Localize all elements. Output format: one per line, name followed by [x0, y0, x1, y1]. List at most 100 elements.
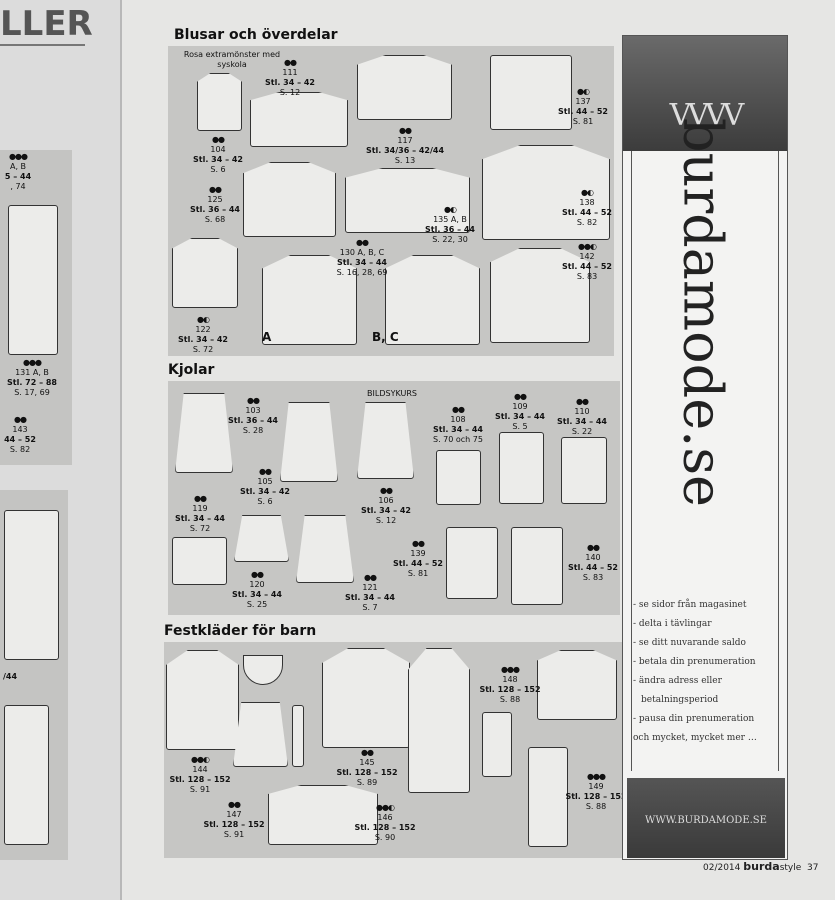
difficulty-dots: ●● — [399, 126, 412, 135]
difficulty-dots: ●● — [576, 397, 589, 406]
difficulty-dots: ●● — [212, 135, 225, 144]
difficulty-dots: ●● — [514, 392, 527, 401]
difficulty-dots: ●● — [380, 486, 393, 495]
list-item: - delta i tävlingar — [633, 619, 712, 629]
size-range: Stl. 34 – 42 — [178, 335, 228, 344]
list-item: - se sidor från magasinet — [633, 600, 747, 610]
garment-130bc — [385, 255, 480, 345]
size-range: Stl. 36 – 44 — [228, 416, 278, 425]
page-ref: S. 89 — [356, 778, 378, 787]
difficulty-dots: ●● — [356, 238, 369, 247]
page-ref: S. 81 — [407, 569, 429, 578]
difficulty-dots: ●● — [587, 543, 600, 552]
size-range: Stl. 34 – 42 — [240, 487, 290, 496]
skirt-120 — [234, 515, 289, 562]
difficulty-dots: ●◐ — [197, 315, 210, 324]
pattern-number: 106 — [378, 496, 394, 505]
difficulty-dots: ●●● — [501, 665, 520, 674]
list-item: - se ditt nuvarande saldo — [633, 638, 746, 648]
garment-135 — [345, 168, 470, 233]
dress-144 — [166, 650, 239, 750]
skirt-106 — [357, 402, 414, 479]
jacket-148 — [537, 650, 617, 720]
page-number: 37 — [807, 863, 819, 873]
page-footer: 02/2014 burdastyle 37 — [703, 860, 818, 873]
sash-144 — [292, 705, 304, 767]
section-title-kjolar: Kjolar — [168, 362, 215, 378]
size-range: Stl. 34 – 42 — [193, 155, 243, 164]
page-ref: S. 25 — [246, 600, 268, 609]
coat-145 — [322, 648, 410, 748]
page-ref: S. 72 — [189, 524, 211, 533]
garment-137 — [490, 55, 572, 130]
pattern-number: 142 — [579, 252, 595, 261]
page-ref: S. 83 — [582, 573, 604, 582]
list-item: och mycket, mycket mer … — [633, 733, 757, 743]
pattern-number: 139 — [410, 549, 426, 558]
size-range: Stl. 34/36 – 42/44 — [365, 146, 445, 155]
pattern-number: 109 — [512, 402, 528, 411]
difficulty-dots: ●● — [247, 396, 260, 405]
left-page-title: LLER — [0, 4, 93, 46]
list-item: - pausa din prenumeration — [633, 714, 755, 724]
brand-light: style — [779, 863, 802, 873]
size-range: Stl. 44 – 52 — [562, 208, 612, 217]
size-range: Stl. 44 – 52 — [568, 563, 618, 572]
page-ref: S. 88 — [585, 802, 607, 811]
garment-117 — [357, 55, 452, 120]
dress-146 — [408, 648, 470, 793]
pattern-number: 103 — [245, 406, 261, 415]
pattern-number: 117 — [397, 136, 413, 145]
list-item: - ändra adress eller — [633, 676, 722, 686]
difficulty-dots: ●● — [364, 573, 377, 582]
page-ref: S. 22, 30 — [432, 235, 468, 244]
page-ref: S. 91 — [223, 830, 245, 839]
banner-vertical-title: burdamode.se — [671, 118, 735, 507]
section-title-blusar: Blusar och överdelar — [174, 27, 338, 43]
page-ref: S. 68 — [204, 215, 226, 224]
size-range: Stl. 34 – 44 — [175, 514, 225, 523]
page-ref: S. 90 — [374, 833, 396, 842]
pattern-number: 146 — [377, 813, 393, 822]
size-range: Stl. 128 – 152 — [354, 823, 416, 832]
size-range: Stl. 36 – 44 — [190, 205, 240, 214]
pattern-number: 122 — [195, 325, 211, 334]
size-range: Stl. 44 – 52 — [393, 559, 443, 568]
size-range: Stl. 128 – 152 — [203, 820, 265, 829]
skirt-110 — [561, 437, 607, 504]
sash-146 — [482, 712, 512, 777]
size-range: Stl. 34 – 44 — [345, 593, 395, 602]
size-range: Stl. 34 – 42 — [265, 78, 315, 87]
difficulty-dots: ●◐ — [581, 188, 594, 197]
pattern-number: 130 A, B, C — [339, 248, 385, 257]
variant-bc-label: B, C — [372, 330, 399, 344]
difficulty-dots: ●● — [251, 570, 264, 579]
difficulty-dots: ●◐ — [444, 205, 457, 214]
size-range: Stl. 128 – 152 — [479, 685, 541, 694]
pattern-number: 108 — [450, 415, 466, 424]
list-item: - betala din prenumeration — [633, 657, 756, 667]
page-ref: S. 16, 28, 69 — [336, 268, 388, 277]
pattern-number: 138 — [579, 198, 595, 207]
difficulty-dots: ●●◐ — [578, 242, 597, 251]
difficulty-dots: ●● — [209, 185, 222, 194]
page-ref: S. 28 — [242, 426, 264, 435]
banner-header-art: VVVV — [623, 36, 787, 151]
size-range: Stl. 44 – 52 — [562, 262, 612, 271]
garment-111 — [250, 92, 348, 147]
pattern-number: 145 — [359, 758, 375, 767]
brand-bold: burda — [743, 860, 780, 873]
page-ref: S. 81 — [572, 117, 594, 126]
garment-122 — [172, 238, 238, 308]
